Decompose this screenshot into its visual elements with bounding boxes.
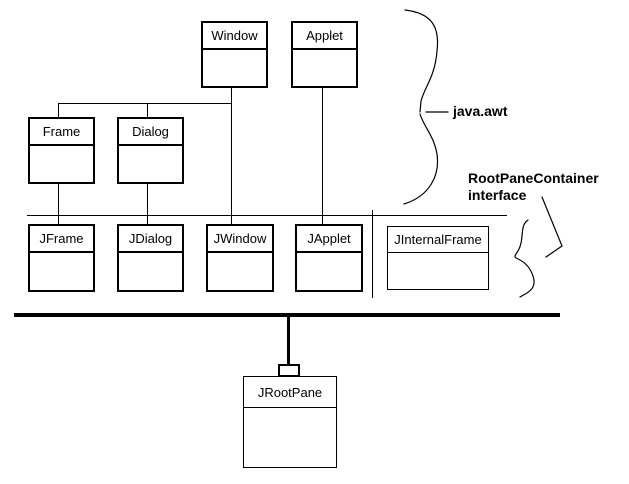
class-box-jdialog: JDialog bbox=[117, 224, 184, 292]
class-label-jrootpane: JRootPane bbox=[244, 377, 336, 408]
class-label-dialog: Dialog bbox=[119, 119, 182, 146]
class-box-jwindow: JWindow bbox=[206, 224, 274, 292]
line-thick-separator bbox=[14, 313, 560, 317]
class-label-jwindow: JWindow bbox=[208, 226, 272, 253]
line-stub-dialog bbox=[147, 104, 148, 118]
class-box-japplet: JApplet bbox=[295, 224, 363, 292]
line-applet-to-japplet bbox=[322, 88, 323, 225]
class-box-applet: Applet bbox=[291, 21, 358, 88]
class-label-frame: Frame bbox=[30, 119, 93, 146]
interface-pointer-line bbox=[541, 196, 563, 258]
line-stub-frame bbox=[58, 104, 59, 118]
class-label-jframe: JFrame bbox=[30, 226, 93, 253]
line-dialog-to-jdialog bbox=[147, 184, 148, 225]
line-window-to-jwindow bbox=[231, 88, 232, 225]
class-box-frame: Frame bbox=[28, 117, 95, 184]
rootpanecontainer-label-line2: interface bbox=[468, 187, 527, 203]
java-awt-brace-upper bbox=[404, 9, 439, 113]
class-label-jdialog: JDialog bbox=[119, 226, 182, 253]
java-awt-brace-lower bbox=[403, 113, 439, 205]
line-window-children-horizontal bbox=[58, 103, 232, 104]
rootpanecontainer-label-line1: RootPaneContainer bbox=[468, 170, 599, 186]
line-swing-row-horizontal bbox=[27, 215, 507, 216]
line-to-jrootpane bbox=[287, 317, 290, 365]
class-box-jrootpane: JRootPane bbox=[243, 376, 337, 468]
class-label-jinternalframe: JInternalFrame bbox=[388, 227, 488, 253]
class-box-window: Window bbox=[201, 21, 268, 88]
class-label-window: Window bbox=[203, 23, 266, 50]
class-box-jframe: JFrame bbox=[28, 224, 95, 292]
line-frame-to-jframe bbox=[58, 184, 59, 225]
line-japplet-jinternalframe-divider bbox=[372, 210, 373, 298]
rootpanecontainer-brace bbox=[514, 219, 535, 298]
class-box-jinternalframe: JInternalFrame bbox=[387, 226, 489, 290]
class-box-dialog: Dialog bbox=[117, 117, 184, 184]
class-label-japplet: JApplet bbox=[297, 226, 361, 253]
java-awt-package-label: java.awt bbox=[453, 103, 508, 119]
rootpanecontainer-interface-label: RootPaneContainer interface bbox=[468, 170, 599, 204]
class-label-applet: Applet bbox=[293, 23, 356, 50]
